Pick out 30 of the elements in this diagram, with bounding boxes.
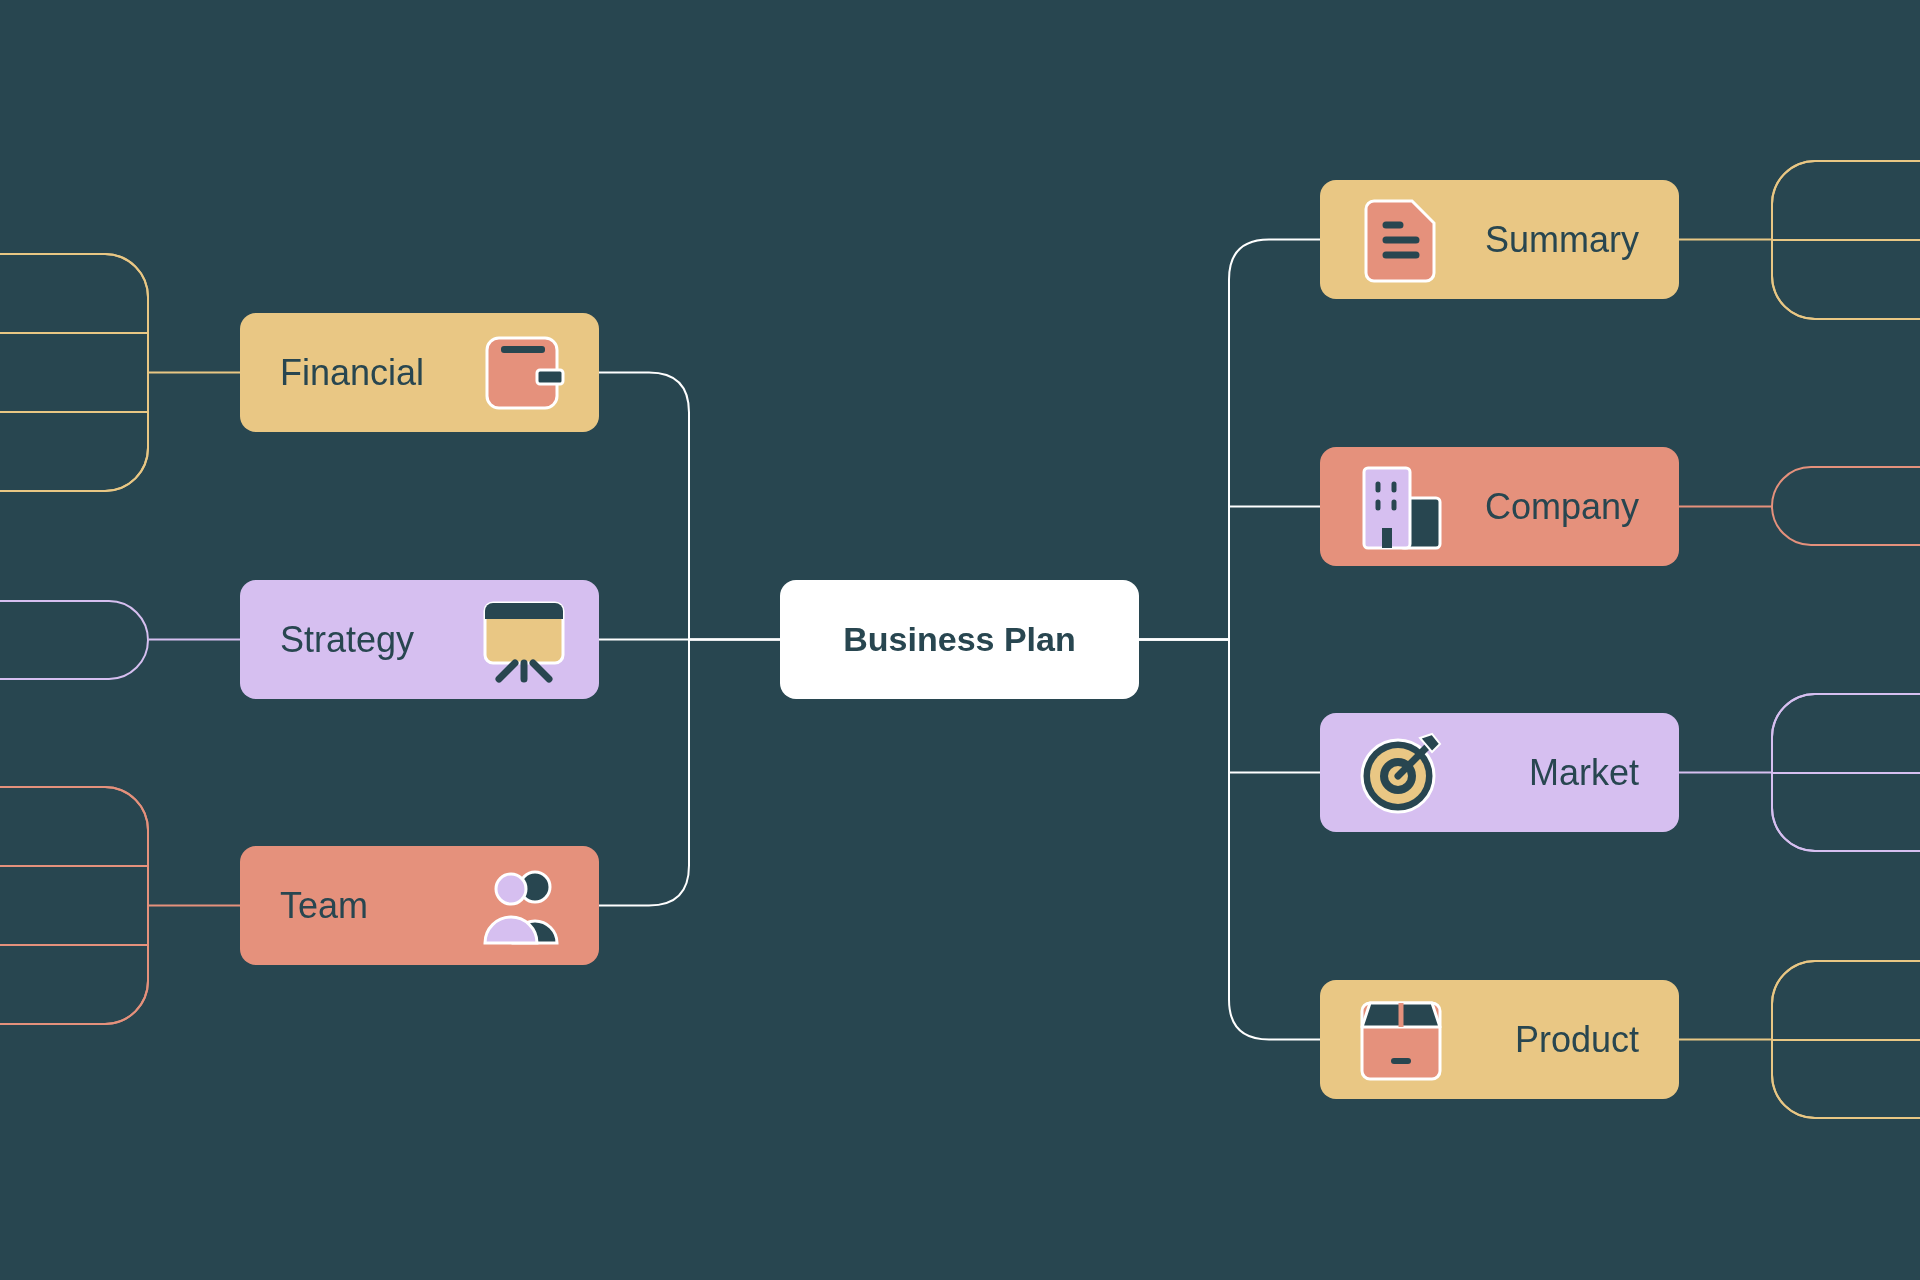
topic-card (240, 313, 599, 432)
connector-line (1678, 1038, 1772, 1041)
empty-cell (0, 411, 149, 492)
empty-outline-box (0, 253, 149, 492)
connector-line (1138, 638, 1321, 1041)
connector-line (1678, 505, 1772, 508)
topic-card (1320, 713, 1679, 832)
connector-line (1678, 771, 1772, 774)
connector-line (148, 371, 241, 374)
topic-card (240, 846, 599, 965)
topic-card (240, 580, 599, 699)
topic-label: Summary (1484, 218, 1639, 261)
connector-line (148, 904, 241, 907)
empty-outline-box (0, 786, 149, 1025)
topic-card (1320, 447, 1679, 566)
connector-line (1678, 238, 1772, 241)
empty-cell (0, 944, 149, 1025)
topic-label: Company (1484, 485, 1639, 528)
connector-line (598, 638, 781, 907)
topic-label: Business Plan (843, 620, 1076, 659)
topic-label: Strategy (280, 618, 415, 661)
topic-label: Financial (280, 351, 425, 394)
central-topic-box (780, 580, 1139, 699)
connector-line (148, 638, 241, 641)
topic-label: Team (280, 884, 369, 927)
topic-card (1320, 980, 1679, 1099)
topic-label: Market (1528, 751, 1639, 794)
topic-card (1320, 180, 1679, 299)
empty-outline-box (0, 600, 149, 680)
topic-label: Product (1514, 1018, 1639, 1061)
